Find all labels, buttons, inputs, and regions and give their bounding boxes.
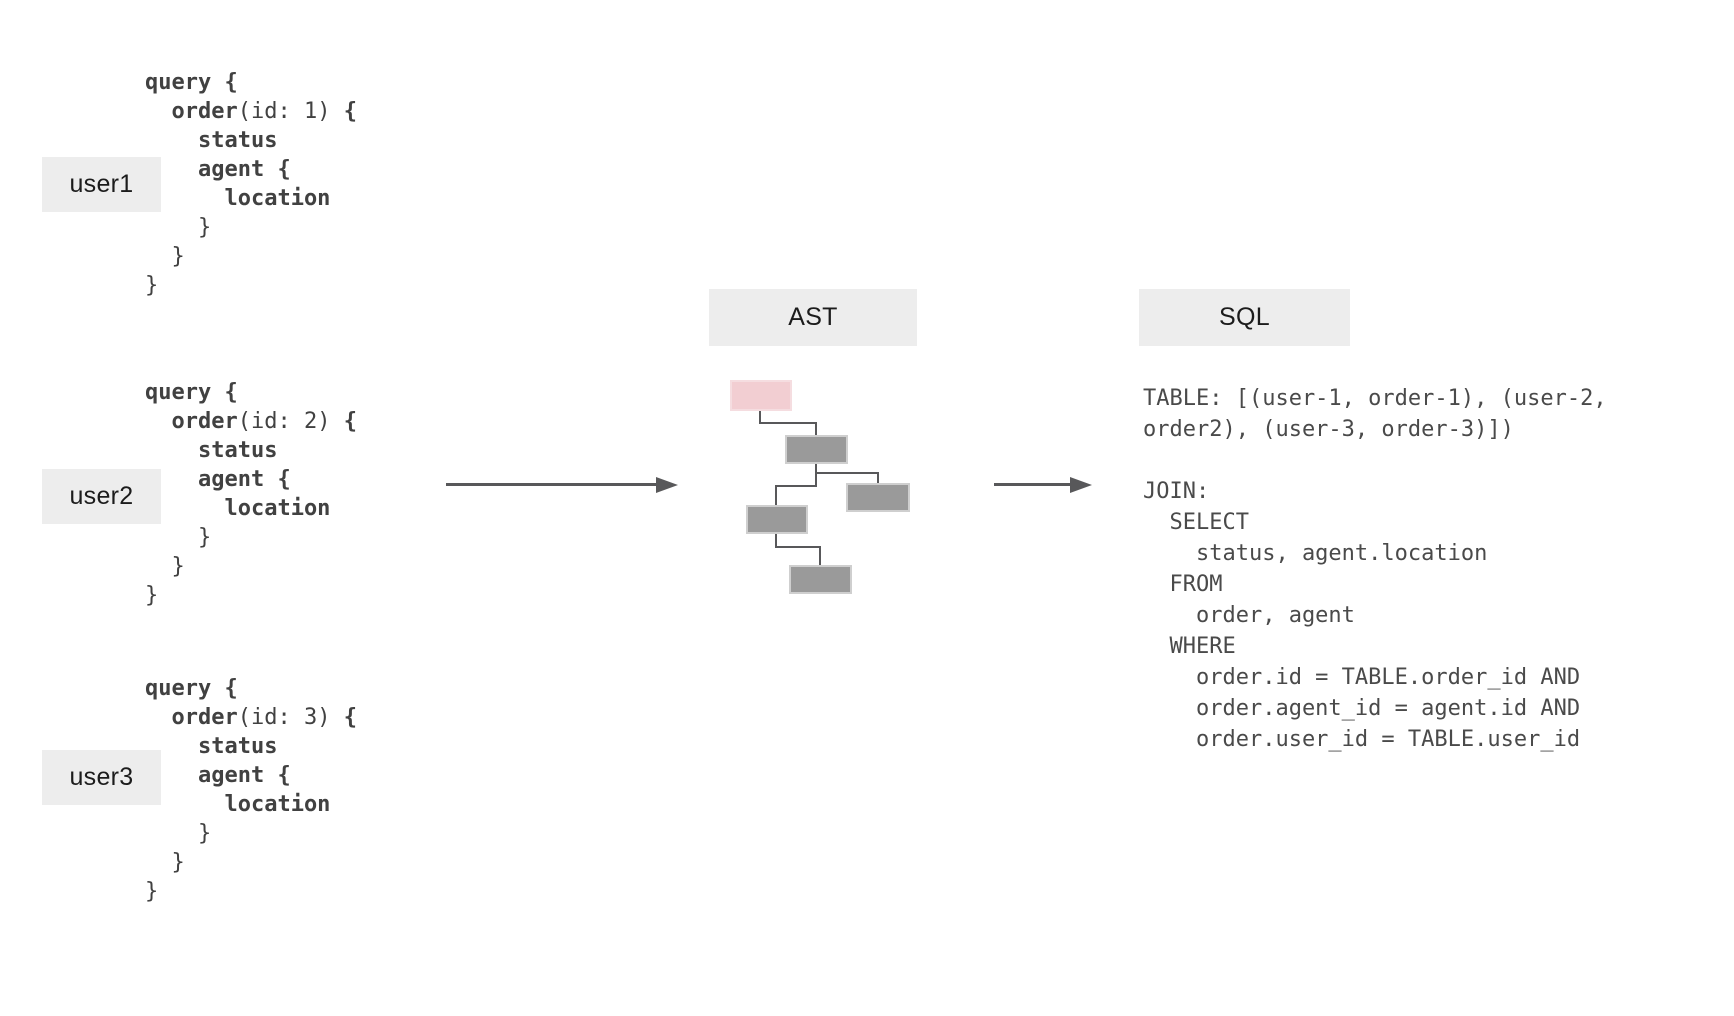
code-token-bold: agent { <box>145 157 291 182</box>
code-token-bold: status <box>145 128 278 153</box>
arrow-head-icon <box>1070 477 1092 493</box>
code-line: } <box>145 523 357 552</box>
code-token: (id: 3) <box>237 705 344 730</box>
code-token-bold: order <box>171 409 238 434</box>
code-line: query { <box>145 674 357 703</box>
code-line: order2), (user-3, order-3)]) <box>1143 417 1514 442</box>
arrow-shaft <box>994 483 1072 486</box>
code-token-bold: status <box>145 734 278 759</box>
code-token-bold: order <box>171 99 238 124</box>
code-token-bold: query { <box>145 676 238 701</box>
code-token-bold: order <box>171 705 238 730</box>
code-token: (id: 2) <box>237 409 344 434</box>
code-token-bold: { <box>343 99 357 124</box>
code-line: order(id: 1) { <box>145 97 357 126</box>
arrow-shaft <box>446 483 658 486</box>
code-line: query { <box>145 68 357 97</box>
arrow-ast-to-sql <box>994 477 1092 493</box>
code-line: } <box>145 877 357 906</box>
code-line: SELECT <box>1143 510 1249 535</box>
code-token: } <box>145 583 159 608</box>
code-token-bold: location <box>145 792 331 817</box>
code-token-bold: { <box>343 409 357 434</box>
code-token: } <box>145 525 212 550</box>
sql-output-code: TABLE: [(user-1, order-1), (user-2, order… <box>1143 383 1607 755</box>
code-line <box>1143 445 1607 476</box>
graphql-query-user2: query { order(id: 2) { status agent { lo… <box>145 378 357 610</box>
arrow-head-icon <box>656 477 678 493</box>
code-token: } <box>145 821 212 846</box>
code-line: } <box>145 271 357 300</box>
code-line: agent { <box>145 155 357 184</box>
code-token: } <box>145 554 185 579</box>
code-token-bold: location <box>145 496 331 521</box>
code-line: } <box>145 848 357 877</box>
code-line: JOIN: <box>1143 479 1210 504</box>
code-line: order.id = TABLE.order_id AND <box>1143 665 1581 690</box>
user2-label: user2 <box>42 469 161 524</box>
code-line: WHERE <box>1143 634 1236 659</box>
code-line: agent { <box>145 761 357 790</box>
code-line: status <box>145 436 357 465</box>
code-line: order.user_id = TABLE.user_id <box>1143 727 1581 752</box>
code-line: query { <box>145 378 357 407</box>
code-line: } <box>145 213 357 242</box>
code-line: order(id: 2) { <box>145 407 357 436</box>
code-line: order(id: 3) { <box>145 703 357 732</box>
code-line: TABLE: [(user-1, order-1), (user-2, <box>1143 386 1607 411</box>
code-line: status <box>145 732 357 761</box>
user3-label: user3 <box>42 750 161 805</box>
code-token-bold: { <box>343 705 357 730</box>
code-line: } <box>145 242 357 271</box>
code-line: agent { <box>145 465 357 494</box>
code-line: } <box>145 581 357 610</box>
code-line: } <box>145 552 357 581</box>
code-line: location <box>145 184 357 213</box>
graphql-query-user1: query { order(id: 1) { status agent { lo… <box>145 68 357 300</box>
connector-node3-to-node4 <box>775 534 821 565</box>
ast-node-3 <box>746 505 808 534</box>
connector-root-to-node1 <box>759 411 817 435</box>
code-token-bold: status <box>145 438 278 463</box>
code-line: location <box>145 790 357 819</box>
code-line: FROM <box>1143 572 1223 597</box>
code-token-bold: agent { <box>145 763 291 788</box>
arrow-queries-to-ast <box>446 477 678 493</box>
code-line: status <box>145 126 357 155</box>
code-token-bold: query { <box>145 70 238 95</box>
code-token: } <box>145 850 185 875</box>
code-line: order.agent_id = agent.id AND <box>1143 696 1581 721</box>
user1-label: user1 <box>42 157 161 212</box>
connector-node1-to-node3 <box>775 464 817 505</box>
code-token-bold: agent { <box>145 467 291 492</box>
code-line: } <box>145 819 357 848</box>
code-token: } <box>145 879 159 904</box>
connector-node1-to-node2 <box>815 464 879 483</box>
code-line: order, agent <box>1143 603 1355 628</box>
ast-node-1 <box>785 435 848 464</box>
code-token: (id: 1) <box>237 99 344 124</box>
code-token: } <box>145 244 185 269</box>
code-line: status, agent.location <box>1143 541 1488 566</box>
code-token: } <box>145 273 159 298</box>
code-line: location <box>145 494 357 523</box>
ast-node-root-highlighted <box>730 380 792 411</box>
code-token: } <box>145 215 212 240</box>
ast-node-2 <box>846 483 910 512</box>
graphql-query-user3: query { order(id: 3) { status agent { lo… <box>145 674 357 906</box>
ast-node-4 <box>789 565 852 594</box>
ast-section-label: AST <box>709 289 917 346</box>
sql-section-label: SQL <box>1139 289 1350 346</box>
code-token-bold: location <box>145 186 331 211</box>
code-token-bold: query { <box>145 380 238 405</box>
